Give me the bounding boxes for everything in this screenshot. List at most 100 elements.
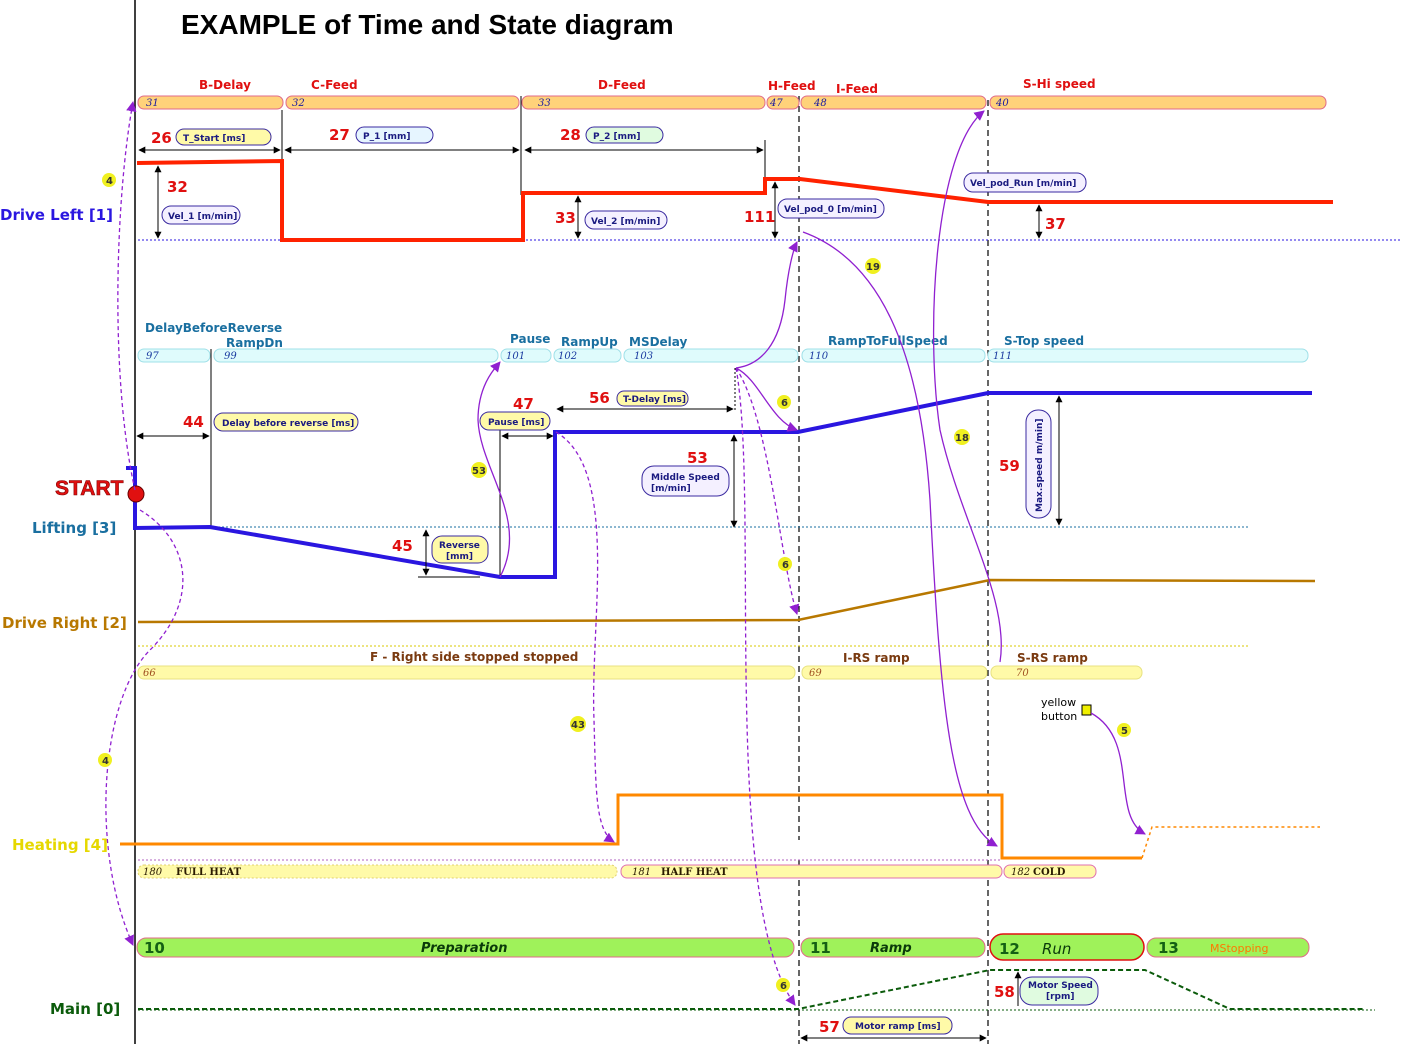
axis-label-drive-right: Drive Right [2] bbox=[2, 614, 127, 632]
yellow-button-label-2: button bbox=[1041, 710, 1077, 723]
state-bar-right-stopped bbox=[137, 665, 796, 680]
main-signal bbox=[138, 969, 1365, 1010]
param-num-33: 33 bbox=[555, 209, 576, 227]
state-bar-run bbox=[989, 933, 1145, 961]
state-bar-s-hi-speed bbox=[989, 95, 1327, 110]
badge-6-bottom-text: 6 bbox=[780, 981, 787, 992]
state-bar-preparation bbox=[136, 937, 795, 958]
param-pill-26 bbox=[175, 128, 272, 146]
axis-label-lifting: Lifting [3] bbox=[32, 519, 116, 537]
state-num: 99 bbox=[224, 351, 237, 362]
state-bar-mstopping bbox=[1146, 937, 1310, 958]
yellow-button-label-1: yellow bbox=[1041, 696, 1076, 709]
state-label-preparation: Preparation bbox=[421, 941, 507, 956]
param-num-59: 59 bbox=[999, 457, 1020, 475]
param-num-32: 32 bbox=[167, 178, 188, 196]
state-num: 10 bbox=[144, 939, 165, 957]
badge-43 bbox=[570, 716, 586, 732]
transition-arrow-4-bottom bbox=[105, 509, 184, 946]
state-label-ramp-to-full-speed: RampToFullSpeed bbox=[828, 334, 948, 348]
state-bar-i-rs-ramp bbox=[801, 665, 988, 680]
param-num-56: 56 bbox=[589, 389, 610, 407]
state-num: 111 bbox=[993, 351, 1012, 362]
state-label-full-heat: FULL HEAT bbox=[176, 867, 242, 878]
yellow-button[interactable] bbox=[1081, 704, 1092, 716]
state-label-s-hi-speed: S-Hi speed bbox=[1023, 77, 1096, 91]
param-pill-32 bbox=[161, 205, 241, 225]
badge-19-text: 19 bbox=[866, 262, 880, 273]
state-bar-rampdn bbox=[213, 348, 499, 363]
transition-arrow-6-bottom bbox=[735, 367, 796, 1006]
badge-6-bottom bbox=[776, 978, 790, 992]
state-label-cold: COLD bbox=[1033, 867, 1066, 878]
badge-53 bbox=[471, 462, 487, 478]
drive-right-states: 66 69 70 F - Right side stopped stopped … bbox=[137, 650, 1143, 680]
axis-label-heating: Heating [4] bbox=[12, 836, 108, 854]
param-pill-111 bbox=[777, 198, 885, 219]
state-label-msdelay: MSDelay bbox=[629, 335, 688, 349]
param-pill-47 bbox=[479, 411, 551, 431]
state-num: 48 bbox=[813, 98, 827, 109]
param-num-111: 111 bbox=[744, 208, 775, 226]
transition-arrow-18 bbox=[932, 110, 1002, 663]
state-bar-s-rs-ramp bbox=[990, 665, 1143, 680]
badge-6-mid-text: 6 bbox=[782, 560, 789, 571]
state-bar-ramp bbox=[800, 937, 986, 958]
state-num: 110 bbox=[809, 351, 829, 362]
param-label-45-line2: [mm] bbox=[446, 552, 473, 562]
transition-arrow-5 bbox=[1090, 712, 1146, 835]
state-num: 11 bbox=[810, 939, 831, 957]
state-label-mstopping: MStopping bbox=[1210, 942, 1269, 955]
state-label-s-top-speed: S-Top speed bbox=[1004, 334, 1084, 348]
state-num: 66 bbox=[143, 668, 156, 679]
badge-5 bbox=[1117, 723, 1131, 737]
param-pill-44 bbox=[213, 412, 359, 432]
param-label-59: Max.speed m/min] bbox=[1035, 419, 1045, 513]
param-pill-53 bbox=[641, 465, 730, 497]
badge-6-top-text: 6 bbox=[781, 398, 788, 409]
state-num: 40 bbox=[995, 98, 1009, 109]
param-num-57: 57 bbox=[819, 1018, 840, 1036]
badge-4-top-text: 4 bbox=[106, 176, 113, 187]
param-label-27: P_1 [mm] bbox=[363, 132, 410, 142]
transition-arrow-19-up bbox=[735, 241, 798, 369]
param-pill-33 bbox=[584, 210, 668, 230]
state-bar-half-heat bbox=[620, 864, 1003, 879]
axis-label-drive-left: Drive Left [1] bbox=[0, 206, 113, 224]
badge-4-top bbox=[102, 173, 116, 187]
param-label-53-line1: Middle Speed bbox=[651, 473, 720, 483]
drive-left-signal bbox=[136, 158, 1333, 242]
param-pill-58 bbox=[1019, 976, 1099, 1006]
state-bar-msdelay bbox=[623, 348, 799, 363]
param-num-37: 37 bbox=[1045, 215, 1066, 233]
badge-4-bottom bbox=[98, 753, 112, 767]
state-label-pause: Pause bbox=[510, 332, 550, 346]
state-bar-c-feed bbox=[285, 95, 520, 110]
param-pill-56 bbox=[616, 390, 689, 407]
start-label: START bbox=[55, 477, 124, 500]
drive-left-states: 31 32 33 47 48 40 B-Delay C-Feed D-Feed … bbox=[137, 77, 1327, 110]
param-pill-57 bbox=[842, 1016, 953, 1035]
state-bar-rampup bbox=[553, 348, 622, 363]
state-label-delay-before-reverse: DelayBeforeReverse bbox=[145, 321, 282, 335]
badge-19 bbox=[865, 258, 881, 274]
badge-18 bbox=[954, 429, 970, 445]
state-bar-ramp-to-full-speed bbox=[801, 348, 986, 363]
state-label-half-heat: HALF HEAT bbox=[661, 867, 728, 878]
state-label-rampup: RampUp bbox=[561, 335, 618, 349]
state-bar-d-feed bbox=[521, 95, 766, 110]
state-num: 182 bbox=[1011, 867, 1030, 878]
state-num: 103 bbox=[634, 351, 653, 362]
diagram-title: EXAMPLE of Time and State diagram bbox=[181, 9, 674, 40]
state-bar-s-top-speed bbox=[987, 348, 1309, 363]
badge-18-text: 18 bbox=[955, 433, 969, 444]
param-label-47: Pause [ms] bbox=[488, 418, 544, 428]
param-num-47: 47 bbox=[513, 395, 534, 413]
state-num: 33 bbox=[538, 98, 551, 109]
state-bar-pause bbox=[500, 348, 552, 363]
transition-arrows bbox=[105, 100, 1146, 1006]
transition-badges: 4 4 19 6 53 18 6 43 5 6 bbox=[98, 173, 1131, 992]
state-bar-h-feed bbox=[766, 95, 800, 110]
heating-signal-future bbox=[1141, 826, 1320, 859]
param-num-53: 53 bbox=[687, 449, 708, 467]
